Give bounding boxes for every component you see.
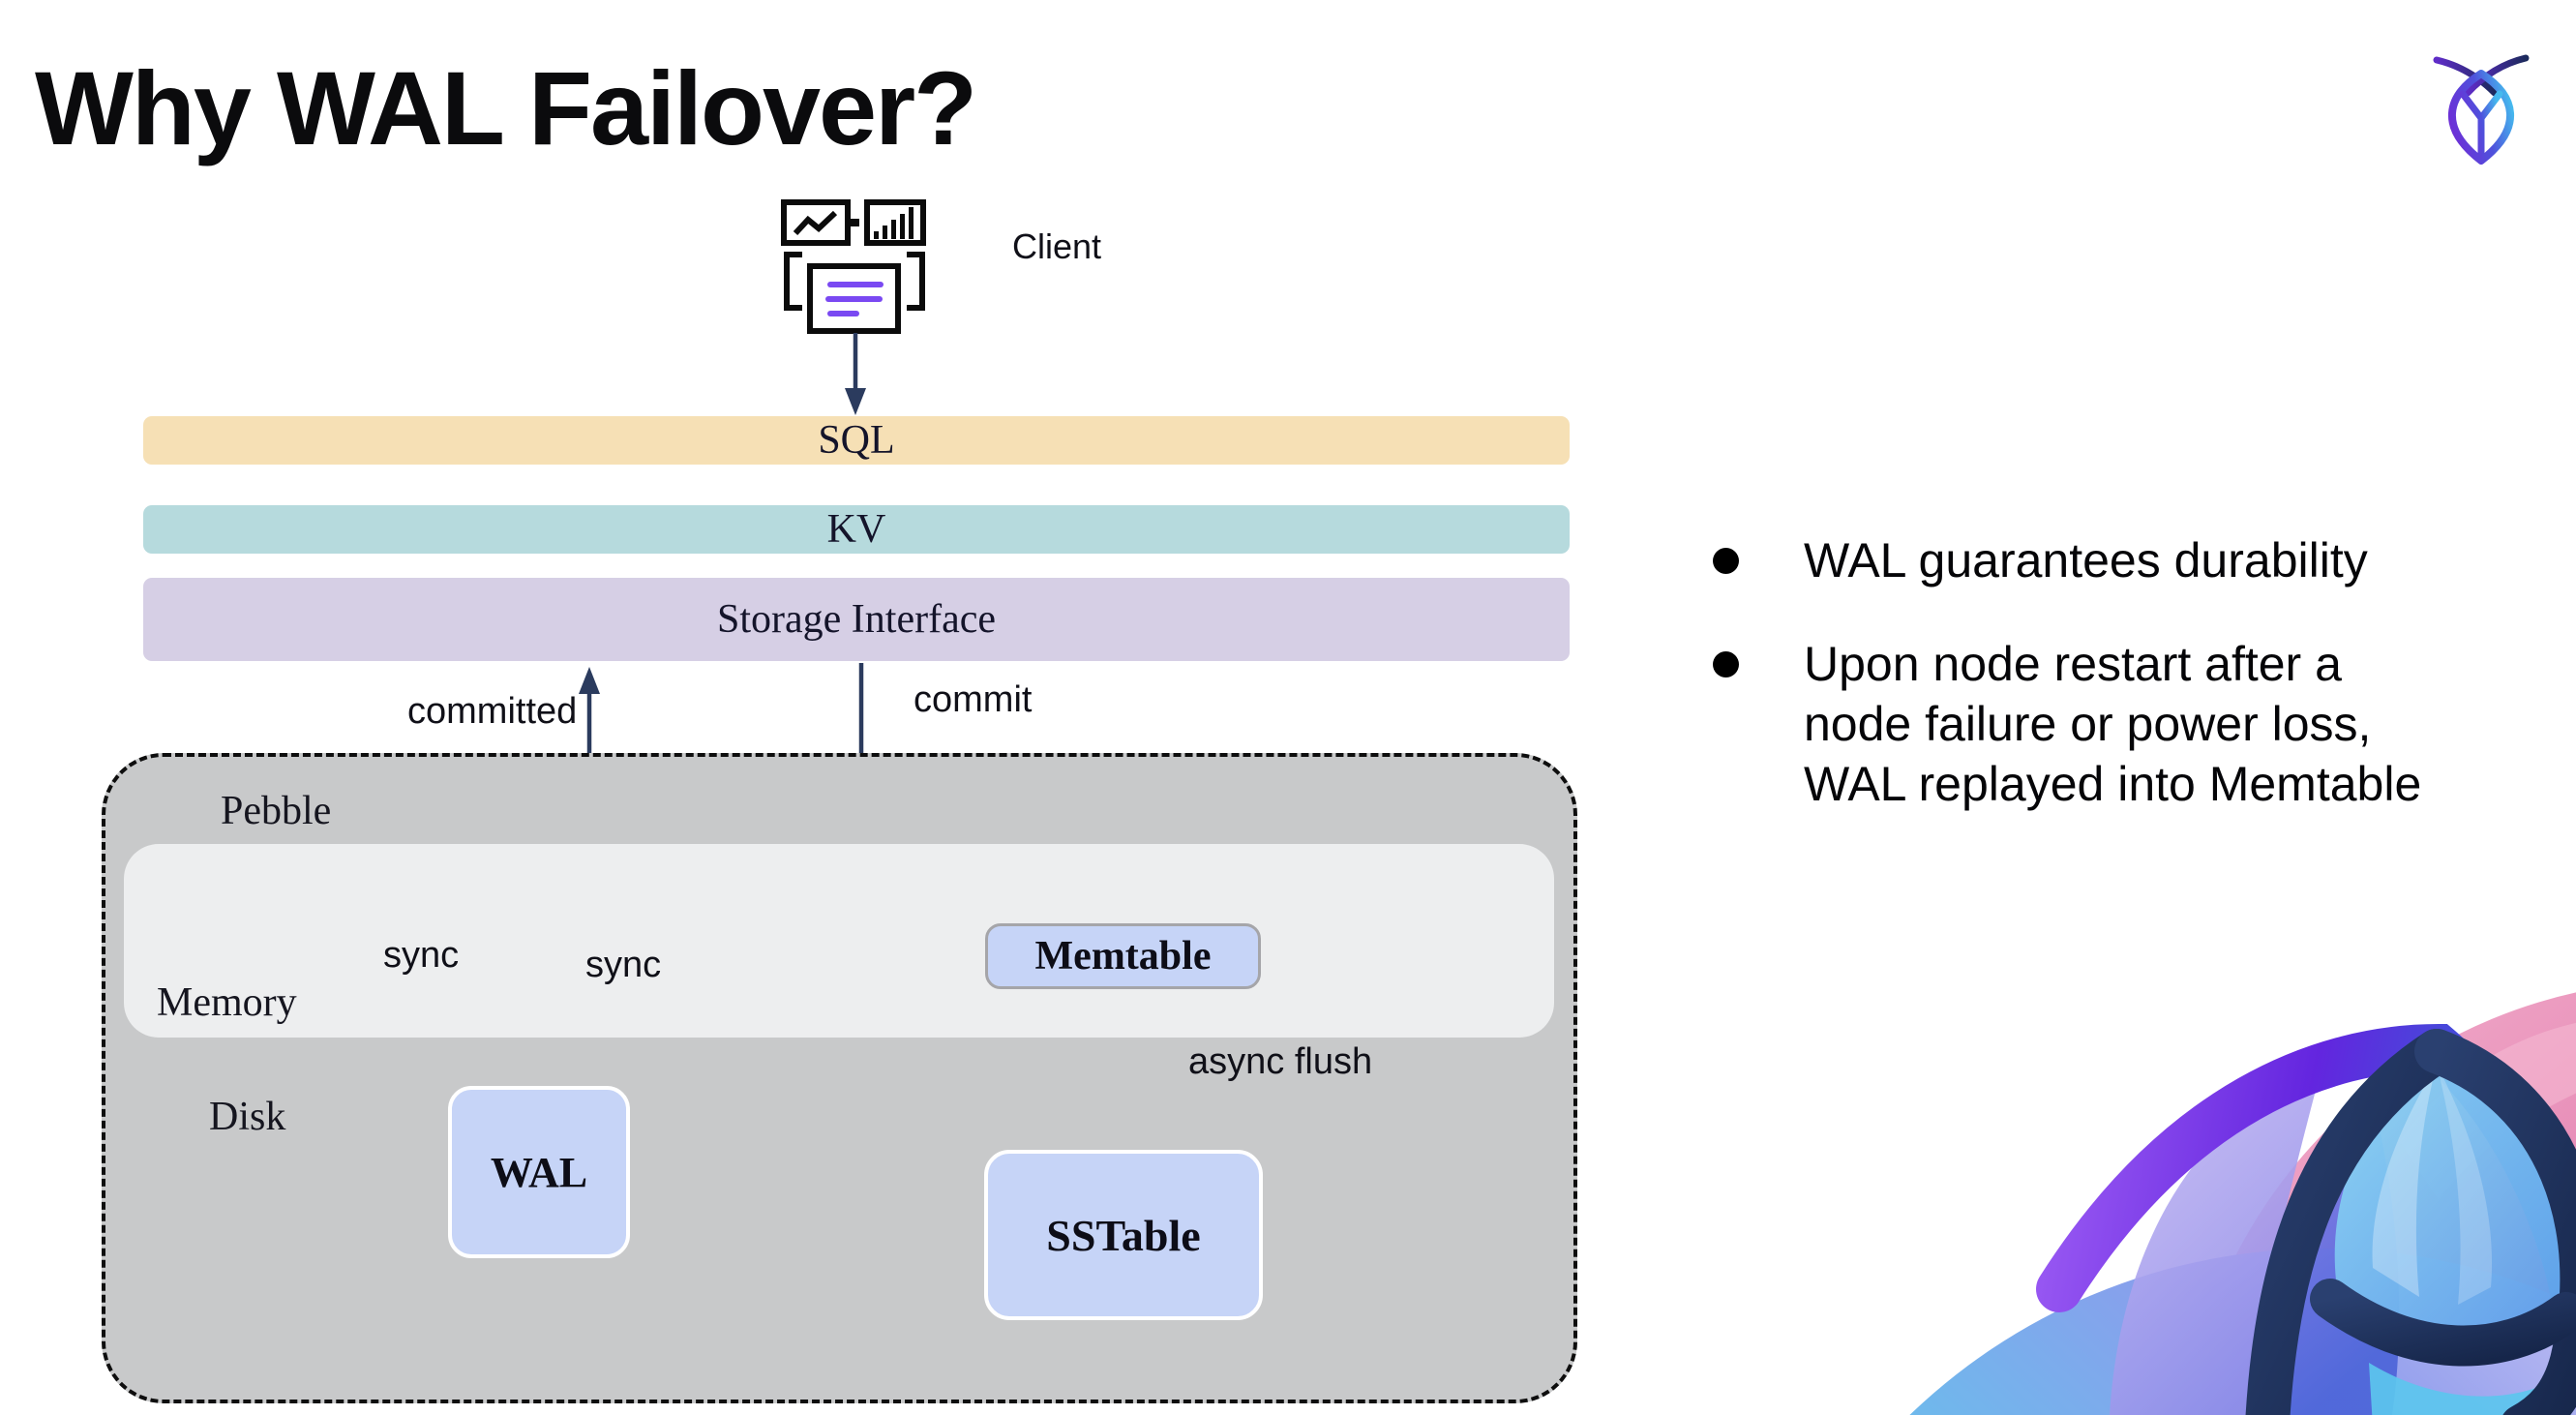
disk-label: Disk: [209, 1095, 286, 1139]
decoration-pink-circle: [2185, 992, 2576, 1415]
cockroachdb-logo-icon: [2433, 54, 2530, 165]
wal-label: WAL: [490, 1148, 588, 1196]
memtable-node: Memtable: [985, 923, 1261, 989]
decoration-purple-band: [2036, 1023, 2576, 1320]
bullet-dot-icon: [1713, 651, 1739, 677]
decoration-leaf-highlight-right: [2437, 1065, 2493, 1305]
bullet-line: WAL replayed into Memtable: [1804, 757, 2422, 811]
layer-kv-label: KV: [826, 507, 886, 552]
list-item: Upon node restart after a node failure o…: [1713, 634, 2564, 814]
brand-decoration-graphic: [1909, 992, 2576, 1415]
decoration-teal-circle: [1909, 1249, 2576, 1415]
memory-label: Memory: [157, 980, 297, 1025]
client-label: Client: [1012, 226, 1102, 266]
client-app-windows-icon: [781, 199, 926, 334]
layer-kv: KV: [143, 505, 1570, 554]
decoration-pink-highlight: [2400, 1023, 2576, 1200]
document-lines-glyph: [825, 282, 884, 316]
wal-node: WAL: [448, 1086, 630, 1258]
decoration-leaf-fill: [2334, 1061, 2565, 1337]
pebble-label: Pebble: [221, 789, 332, 833]
sstable-node: SSTable: [984, 1150, 1263, 1320]
memory-band: [124, 844, 1554, 1038]
memtable-label: Memtable: [1034, 934, 1212, 978]
bullet-list: WAL guarantees durability Upon node rest…: [1713, 530, 2564, 858]
page-title: Why WAL Failover?: [35, 49, 977, 166]
decoration-petal-lavender: [2110, 1065, 2322, 1415]
layer-sql-label: SQL: [818, 418, 895, 463]
edge-label-sync-right: sync: [585, 945, 662, 985]
bar-chart-glyph: [874, 207, 914, 239]
decoration-leaf-bottom: [2369, 1363, 2569, 1415]
edge-label-async-flush: async flush: [1188, 1041, 1373, 1082]
layer-storage-interface-label: Storage Interface: [717, 597, 996, 642]
sstable-label: SSTable: [1046, 1210, 1201, 1260]
decoration-vein-crossbar: [2310, 1279, 2576, 1367]
layer-storage-interface: Storage Interface: [143, 578, 1570, 661]
edge-label-committed: committed: [407, 691, 578, 732]
edge-label-sync-left: sync: [383, 935, 460, 976]
decoration-vein-stem: [2245, 1029, 2459, 1415]
bullet-line: node failure or power loss,: [1804, 697, 2372, 751]
decoration-petal-blue: [2247, 1082, 2400, 1415]
list-item: WAL guarantees durability: [1713, 530, 2564, 590]
edge-label-commit: commit: [914, 679, 1033, 720]
bullet-line: Upon node restart after a: [1804, 637, 2342, 691]
layer-sql: SQL: [143, 416, 1570, 465]
decoration-leaf-highlight-left: [2372, 1065, 2437, 1297]
bullet-line: WAL guarantees durability: [1804, 533, 2368, 587]
bullet-dot-icon: [1713, 548, 1739, 574]
decoration-vein-right: [2414, 1029, 2576, 1415]
